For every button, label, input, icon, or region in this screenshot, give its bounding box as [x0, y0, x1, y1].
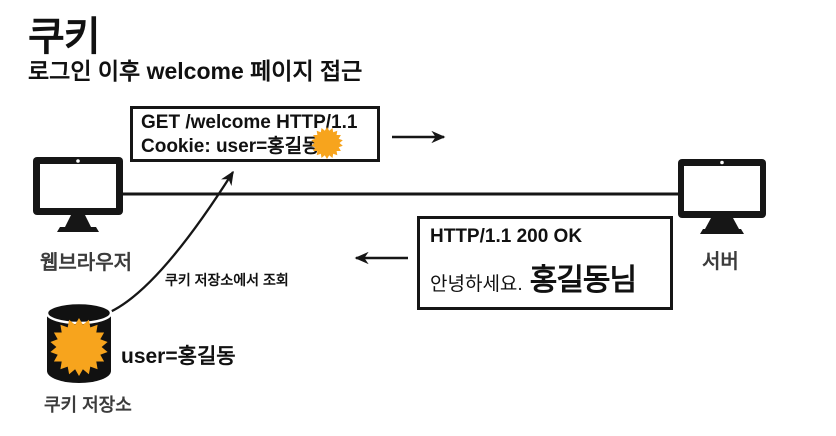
cookie-store-label: 쿠키 저장소 [44, 395, 132, 415]
response-status-line: HTTP/1.1 200 OK [430, 226, 583, 247]
browser-monitor-icon [33, 157, 123, 232]
cookie-store-database-icon [45, 301, 113, 383]
greeting-username: 홍길동님 [529, 264, 637, 297]
response-message-box: HTTP/1.1 200 OK 안녕하세요. 홍길동님 [417, 216, 673, 310]
server-monitor-icon [678, 159, 766, 234]
response-body: 안녕하세요. 홍길동님 [430, 255, 637, 299]
request-message-box: GET /welcome HTTP/1.1 Cookie: user=홍길동 [130, 106, 380, 162]
cookie-lookup-annotation: 쿠키 저장소에서 조회 [165, 272, 289, 288]
cookie-lookup-arrow-icon [109, 170, 234, 314]
stored-cookie-icon [50, 318, 108, 376]
request-line-2: Cookie: user=홍길동 [141, 136, 320, 157]
greeting-text: 안녕하세요. [430, 274, 523, 295]
request-line-1: GET /welcome HTTP/1.1 [141, 112, 358, 133]
page-subtitle: 로그인 이후 welcome 페이지 접근 [28, 58, 363, 84]
server-node-label: 서버 [702, 251, 739, 273]
browser-node-label: 웹브라우저 [40, 252, 132, 274]
page-title: 쿠키 [28, 15, 101, 59]
stored-cookie-value: user=홍길동 [121, 345, 236, 368]
